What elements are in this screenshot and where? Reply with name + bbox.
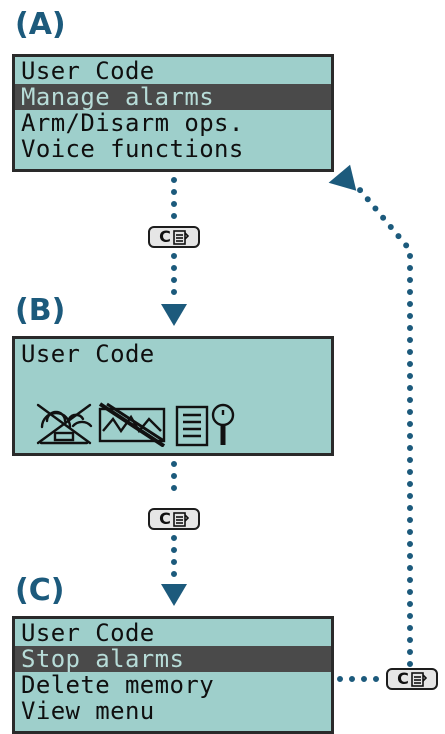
memo-icon — [173, 511, 189, 527]
clear-button-a-b[interactable]: C — [148, 226, 200, 248]
memo-icon — [411, 671, 427, 687]
menu-row-user-code-c[interactable]: User Code — [21, 619, 155, 647]
menu-row-view-menu[interactable]: View menu — [21, 697, 155, 725]
panel-b-title: User Code — [21, 340, 155, 368]
menu-row-stop-alarms[interactable]: Stop alarms — [15, 646, 331, 672]
clear-button-letter: C — [159, 509, 171, 528]
menu-row-voice-functions[interactable]: Voice functions — [21, 135, 244, 163]
arrowhead-to-a — [328, 164, 357, 191]
panel-b-label: (B) — [15, 293, 66, 328]
menu-row-user-code[interactable]: User Code — [21, 57, 155, 85]
menu-row-manage-alarms[interactable]: Manage alarms — [15, 84, 331, 110]
clear-button-letter: C — [397, 669, 409, 688]
panel-c-label: (C) — [15, 573, 65, 608]
clear-button-c-a[interactable]: C — [386, 668, 438, 690]
memo-icon — [173, 229, 189, 245]
return-path-vertical — [357, 187, 413, 667]
alarm-silence-icon[interactable] — [35, 401, 93, 447]
arrowhead-to-b — [161, 304, 187, 326]
menu-row-delete-memory[interactable]: Delete memory — [21, 671, 215, 699]
clear-button-letter: C — [159, 227, 171, 246]
panel-b-icon-row — [31, 401, 261, 447]
menu-row-arm-disarm[interactable]: Arm/Disarm ops. — [21, 109, 244, 137]
lcd-panel-c: User Code Stop alarms Delete memory View… — [12, 616, 334, 734]
arrowhead-to-c — [161, 584, 187, 606]
panel-a-label: (A) — [15, 7, 66, 42]
disabled-display-icon[interactable] — [97, 401, 167, 447]
lcd-panel-a: User Code Manage alarms Arm/Disarm ops. … — [12, 54, 334, 172]
clear-button-b-c[interactable]: C — [148, 508, 200, 530]
lcd-panel-b: User Code — [12, 336, 334, 456]
log-viewer-icon[interactable] — [173, 401, 243, 447]
